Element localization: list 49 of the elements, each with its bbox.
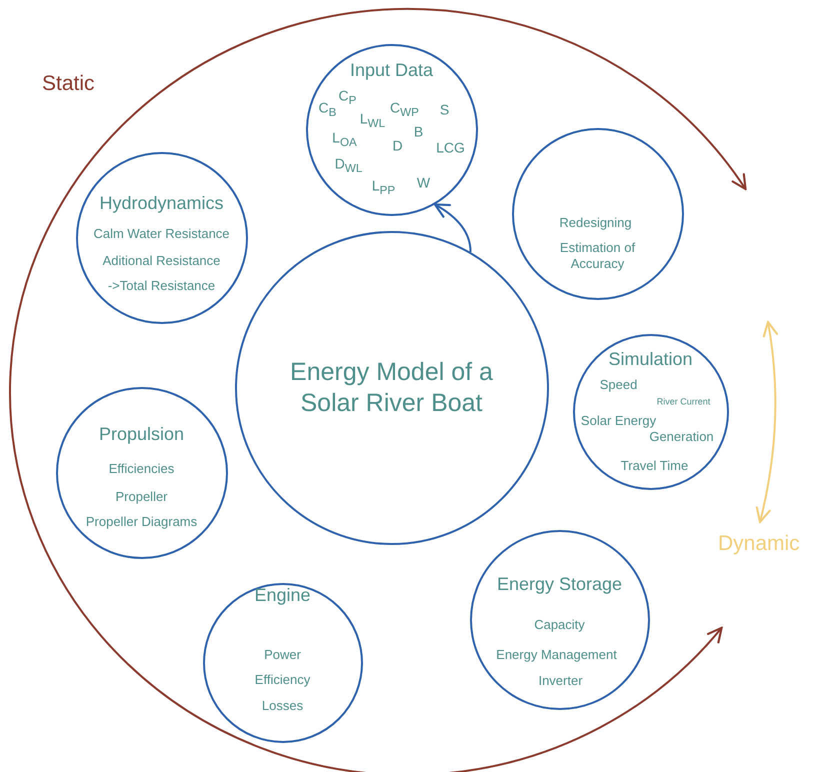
- topic-circle: [470, 530, 650, 710]
- topic-circle: [306, 44, 478, 216]
- variable-symbol: LCG: [436, 138, 465, 156]
- variable-symbol: L$_{PP}$: [372, 176, 396, 198]
- variable-symbol: D: [392, 136, 403, 154]
- item-text: Aditional Resistance: [102, 252, 220, 269]
- variable-symbol: C$_{P}$: [338, 86, 356, 108]
- circle-heading: Hydrodynamics: [99, 191, 224, 214]
- circle-heading: Propulsion: [98, 422, 184, 445]
- topic-circle: [512, 128, 684, 300]
- variable-symbol: C$_{WP}$: [390, 98, 419, 120]
- item-text: Inverter: [538, 672, 583, 689]
- variable-symbol: S: [440, 100, 450, 118]
- item-text: Generation: [649, 428, 714, 445]
- item-text: Travel Time: [620, 457, 688, 474]
- item-text: Estimation of Accuracy: [558, 239, 636, 272]
- topic-circle: [56, 387, 228, 559]
- item-text: Efficiency: [254, 671, 310, 688]
- arrow: [434, 203, 472, 252]
- item-text: Power: [264, 646, 301, 663]
- center-title: Energy Model of a Solar River Boat: [289, 356, 494, 418]
- variable-symbol: B: [414, 122, 424, 140]
- topic-circle: [573, 334, 729, 490]
- item-text: Calm Water Resistance: [93, 225, 230, 242]
- circle-heading: Energy Storage: [496, 572, 622, 595]
- item-text: Speed: [600, 376, 638, 393]
- circle-heading: Input Data: [350, 58, 434, 81]
- dynamic-label: Dynamic: [718, 532, 800, 556]
- variable-symbol: C$_{B}$: [318, 98, 336, 120]
- item-text: Capacity: [534, 616, 585, 633]
- circle-heading: Simulation: [608, 347, 693, 370]
- topic-circle: [203, 583, 363, 743]
- item-text: Solar Energy: [580, 412, 656, 429]
- topic-circle: [76, 152, 248, 324]
- static-label: Static: [42, 72, 95, 96]
- item-text: Propeller: [115, 488, 168, 505]
- item-text: River Current: [656, 396, 710, 408]
- variable-symbol: L$_{OA}$: [332, 128, 357, 150]
- variable-symbol: L$_{WL}$: [360, 110, 386, 132]
- center-circle: [235, 231, 549, 545]
- item-text: Efficiencies: [108, 460, 174, 477]
- item-text: Losses: [262, 697, 304, 714]
- circle-heading: Engine: [254, 583, 311, 606]
- circle-heading: Redesigning: [559, 214, 632, 231]
- variable-symbol: W: [416, 174, 430, 192]
- variable-symbol: D$_{WL}$: [334, 154, 362, 176]
- item-text: Energy Management: [496, 646, 617, 663]
- item-text: Propeller Diagrams: [86, 513, 198, 530]
- item-text: ->Total Resistance: [108, 277, 216, 294]
